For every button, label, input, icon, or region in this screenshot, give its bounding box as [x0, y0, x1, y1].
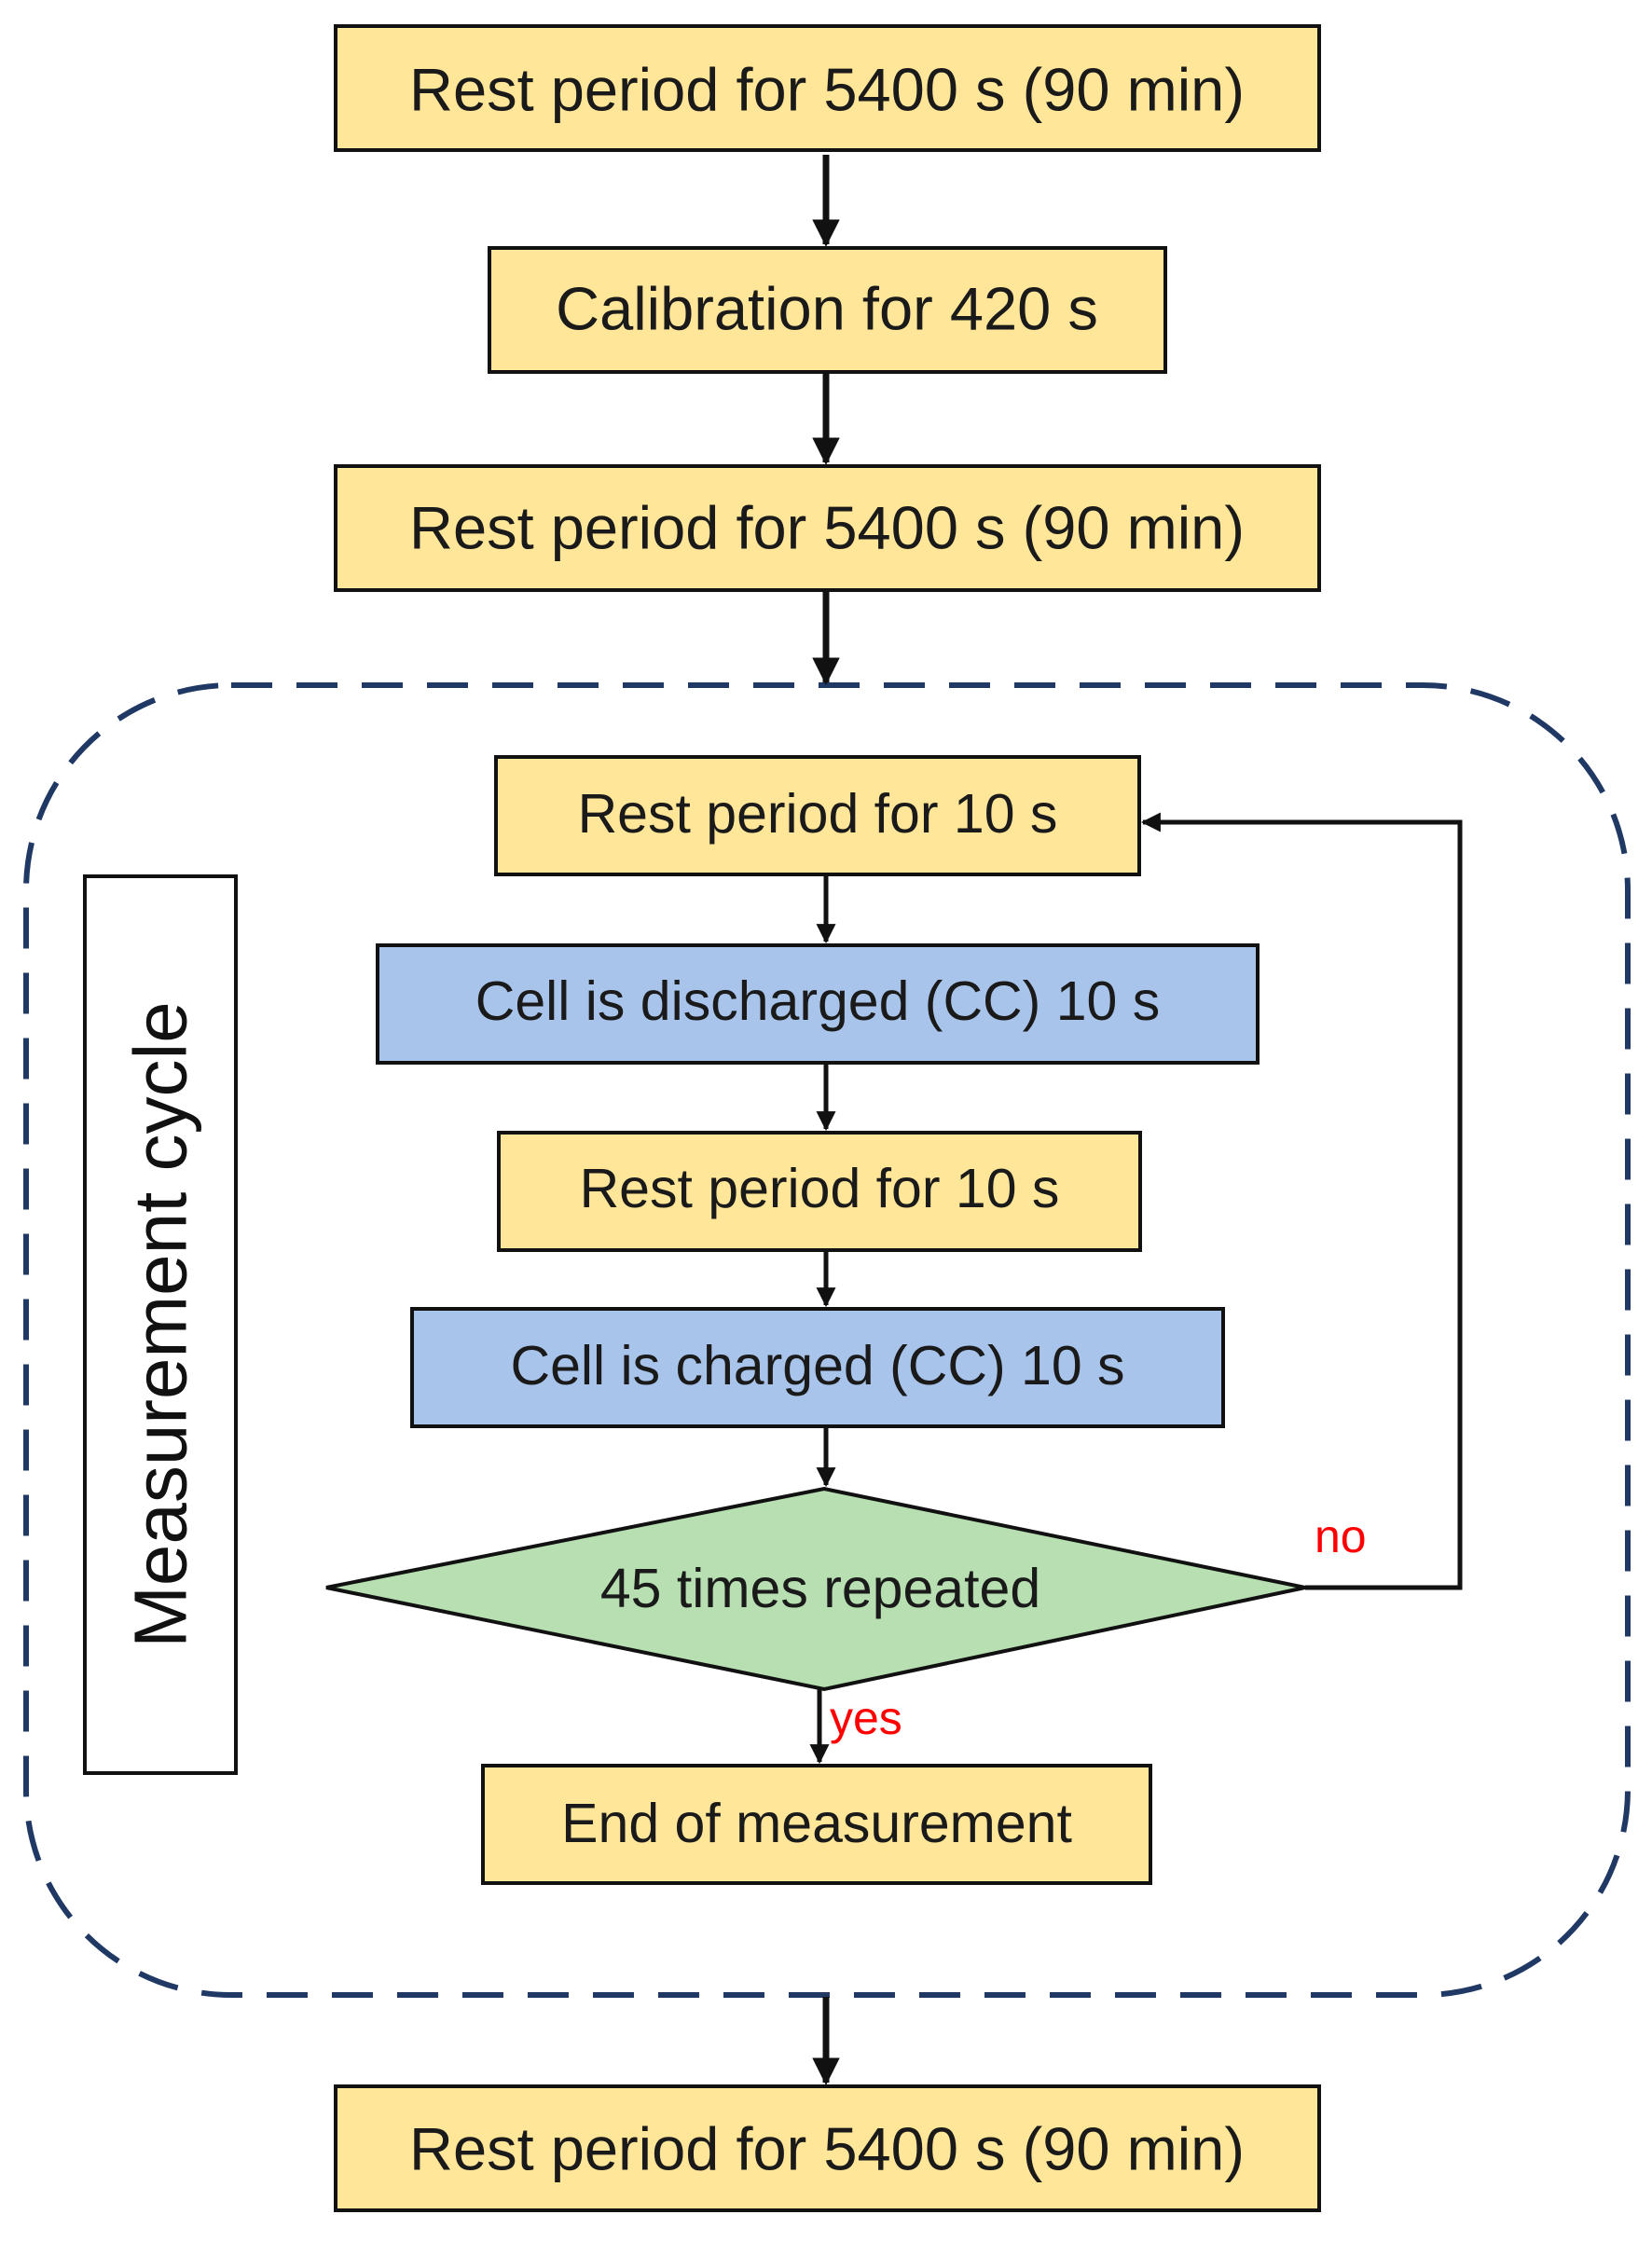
rest-period-text-1: Rest period for 5400 s (90 min): [409, 56, 1245, 124]
end-of-measurement-box: [481, 1764, 1152, 1885]
rest-period-text-3: Rest period for 5400 s (90 min): [409, 2115, 1245, 2183]
calibration-box: [488, 246, 1167, 374]
no-branch-label: no: [1315, 1510, 1367, 1562]
discharge-text: Cell is discharged (CC) 10 s: [475, 970, 1160, 1032]
rest-10s-text-2: Rest period for 10 s: [580, 1158, 1060, 1219]
charge-text: Cell is charged (CC) 10 s: [510, 1335, 1124, 1396]
rest-period-text-2: Rest period for 5400 s (90 min): [409, 494, 1245, 562]
rest-period-box-2: [334, 464, 1321, 592]
no-loop-connector: [1140, 812, 1463, 1590]
rest-10s-box-2: [497, 1131, 1142, 1252]
decision-text: 45 times repeated: [600, 1558, 1040, 1619]
discharge-box: [376, 943, 1260, 1065]
measurement-cycle-group: [23, 682, 1631, 1998]
decision-diamond: [325, 1486, 1306, 1692]
rest-10s-text-1: Rest period for 10 s: [578, 783, 1058, 845]
rest-10s-box-1: [494, 755, 1141, 876]
calibration-text: Calibration for 420 s: [556, 275, 1098, 343]
rest-period-box-3: [334, 2084, 1321, 2212]
rest-period-box-1: [334, 24, 1321, 152]
end-of-measurement-text: End of measurement: [561, 1793, 1072, 1854]
measurement-cycle-label: Measurement cycle: [119, 1001, 202, 1648]
measurement-cycle-label-box: [83, 874, 238, 1775]
charge-box: [410, 1307, 1225, 1428]
yes-branch-label: yes: [830, 1692, 902, 1744]
